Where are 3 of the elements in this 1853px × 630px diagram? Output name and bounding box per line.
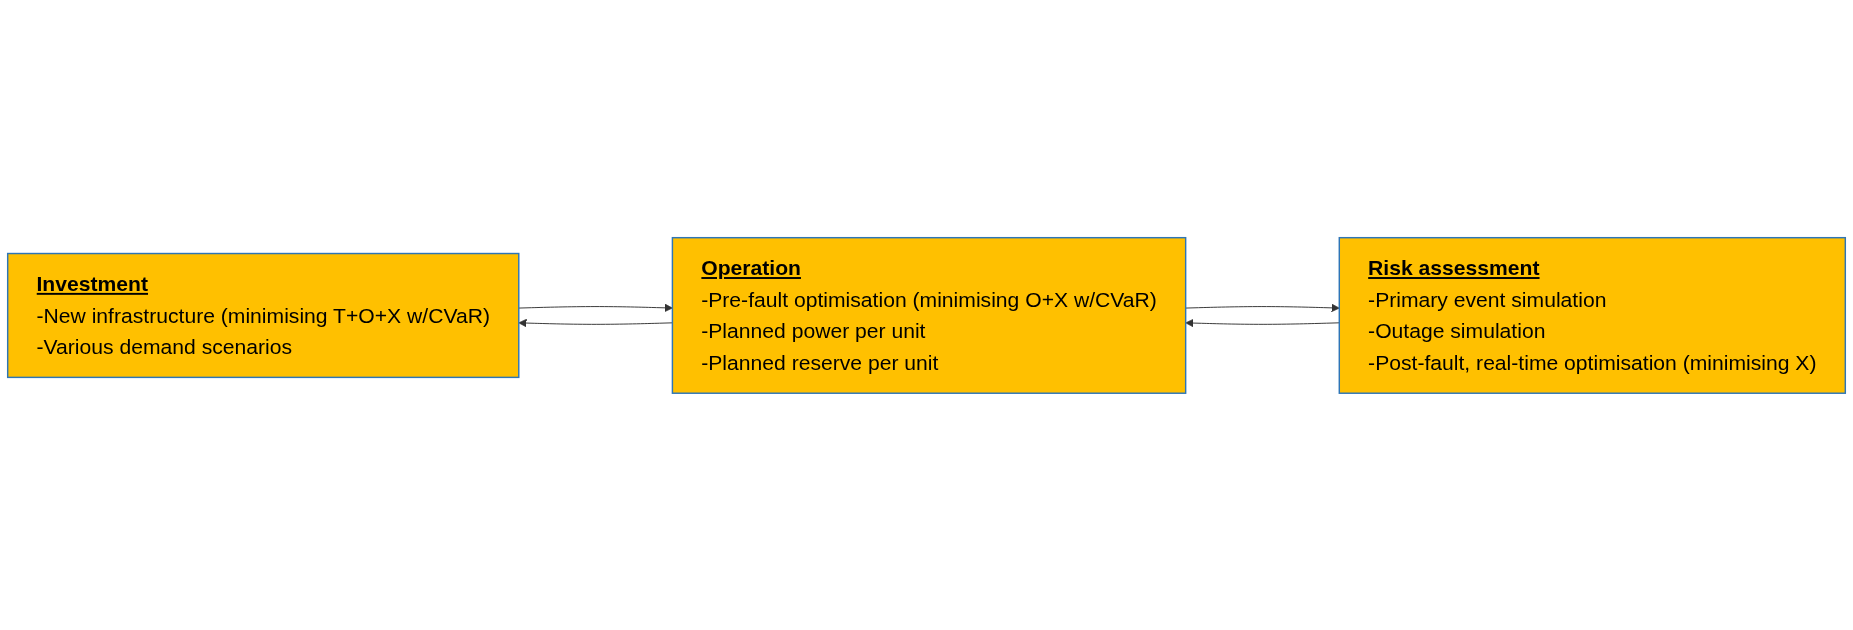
node-box: Investment -New infrastructure (minimising T+O+X w/CVaR) -Various demand scenarios xyxy=(6,252,520,378)
node-box: Risk assessment -Primary event simulation -Outage simulation -Post-fault, real-time optimisation (minimising X) xyxy=(1338,236,1847,394)
node-box: Operation -Pre-fault optimisation (minimising O+X w/CVaR) -Planned power per unit -Planned reserve per unit xyxy=(671,236,1187,394)
